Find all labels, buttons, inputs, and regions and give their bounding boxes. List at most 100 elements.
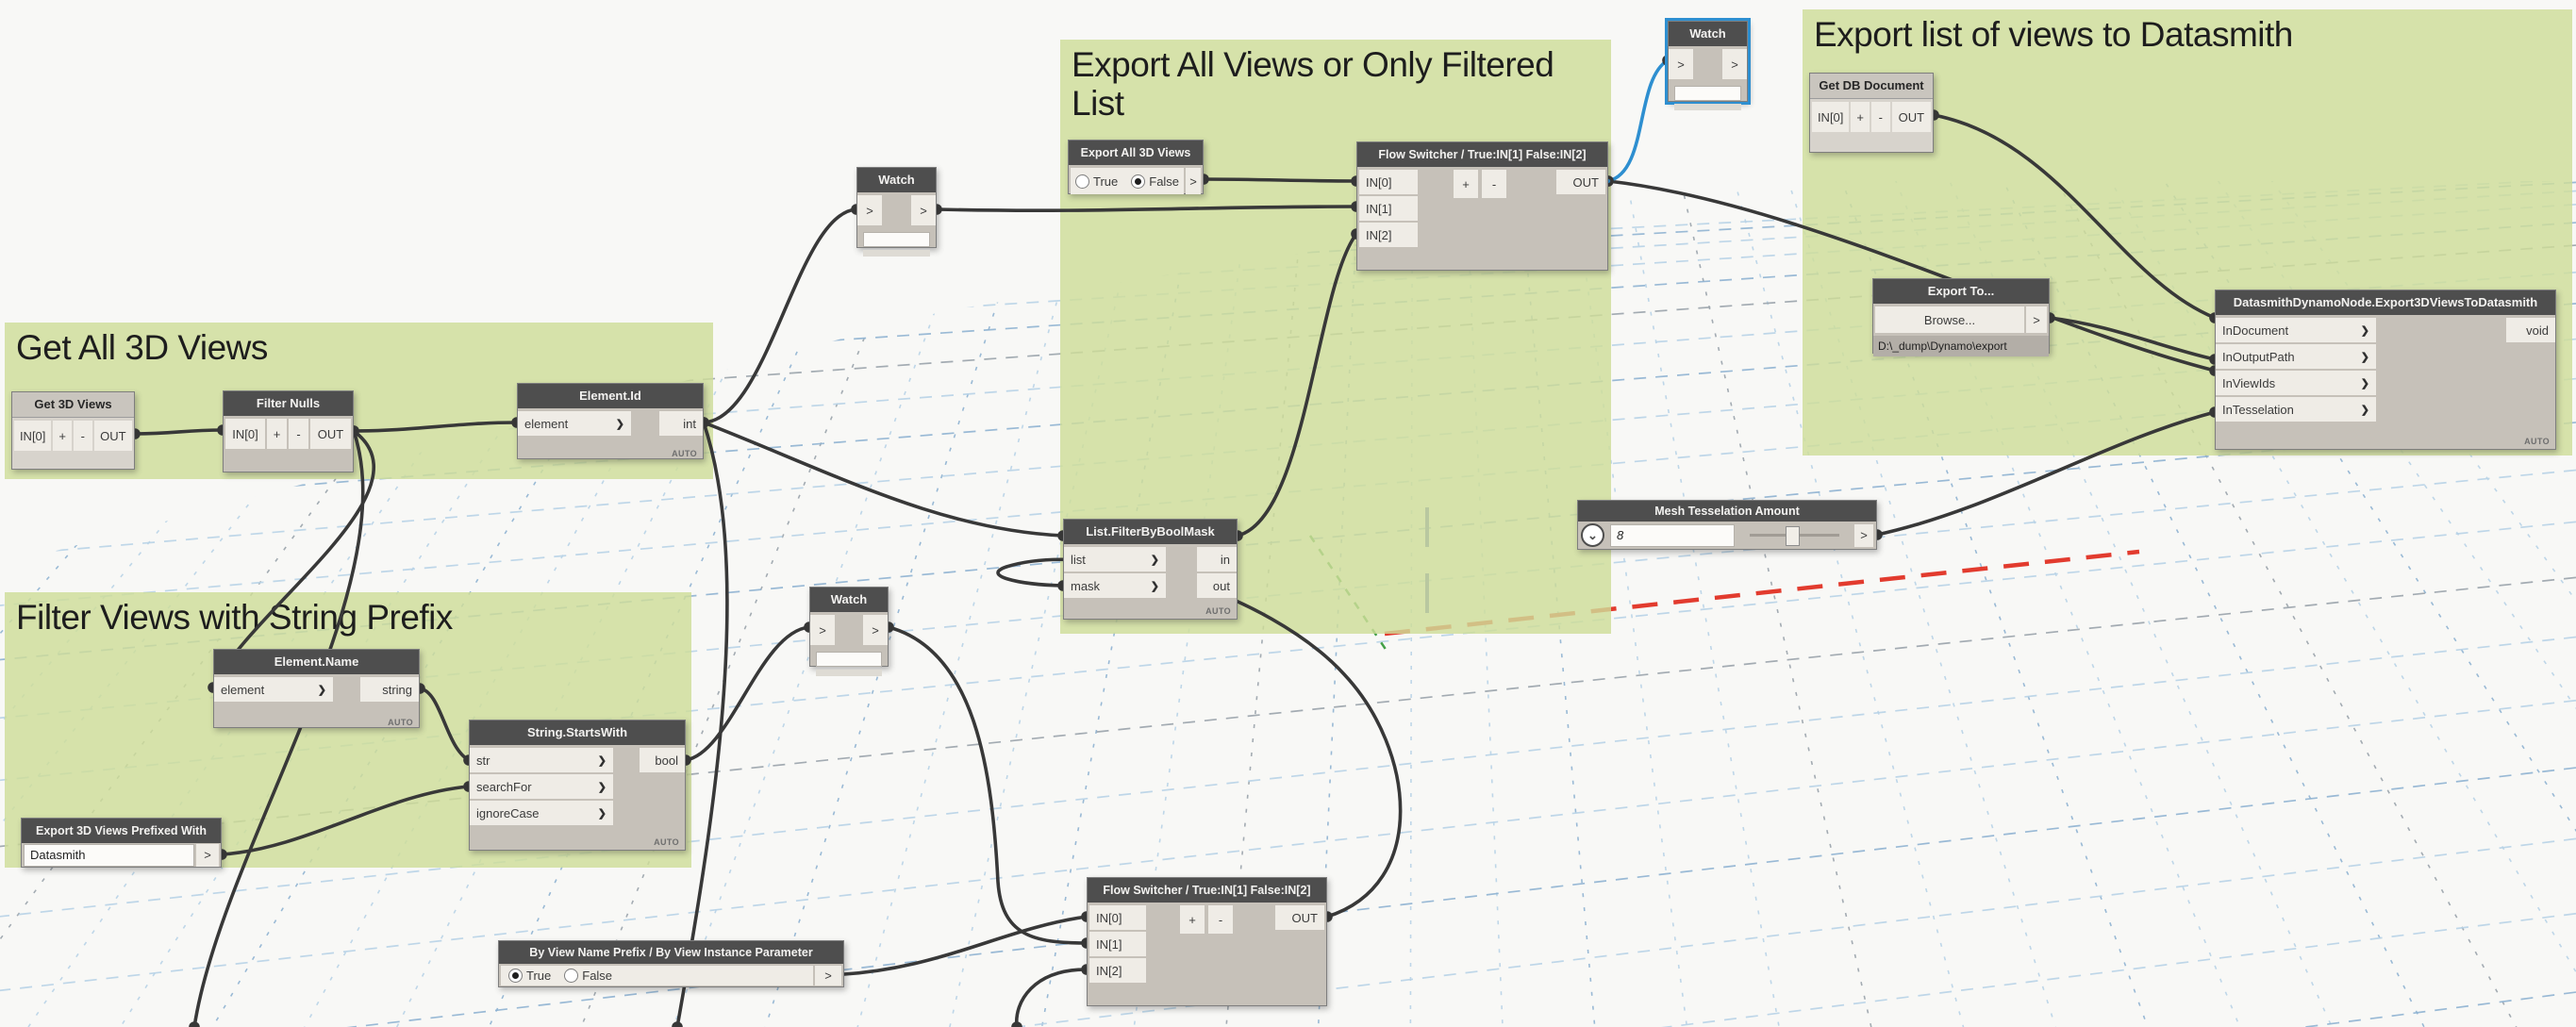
node-header[interactable]: Export 3D Views Prefixed With (22, 819, 221, 843)
node-header[interactable]: Element.Name (214, 650, 419, 674)
boolean-selector[interactable]: True False (501, 966, 813, 986)
output-port[interactable]: > (1854, 523, 1873, 547)
input-port-in0[interactable]: IN[0] (1359, 170, 1418, 194)
input-port-element[interactable]: element❯ (214, 677, 333, 702)
remove-input-button[interactable]: - (289, 419, 308, 449)
group-title[interactable]: Export All Views or Only Filtered List (1072, 45, 1554, 124)
input-port-in0[interactable]: IN[0] (225, 419, 265, 449)
node-by-view-prefix-toggle[interactable]: By View Name Prefix / By View Instance P… (498, 940, 844, 987)
input-port-ignorecase[interactable]: ignoreCase❯ (470, 801, 613, 825)
input-port-searchfor[interactable]: searchFor❯ (470, 774, 613, 799)
input-port-list[interactable]: list❯ (1064, 547, 1166, 571)
output-port-out[interactable]: OUT (310, 419, 351, 449)
watch-value-box[interactable] (816, 652, 882, 667)
node-string-startswith[interactable]: String.StartsWith str❯ searchFor❯ ignore… (469, 720, 686, 851)
input-port-in0[interactable]: IN[0] (14, 421, 52, 451)
node-get-3d-views[interactable]: Get 3D Views IN[0] + - OUT (11, 391, 135, 470)
node-watch-mid[interactable]: Watch > > (809, 587, 889, 676)
node-flow-switcher-bottom[interactable]: Flow Switcher / True:IN[1] False:IN[2] I… (1087, 877, 1327, 1006)
output-port[interactable]: > (1722, 49, 1747, 79)
node-prefix-string-input[interactable]: Export 3D Views Prefixed With Datasmith … (21, 818, 222, 868)
slider-value-input[interactable]: 8 (1610, 523, 1735, 547)
output-port-out[interactable]: OUT (1891, 102, 1931, 132)
node-header[interactable]: By View Name Prefix / By View Instance P… (499, 941, 843, 964)
group-title[interactable]: Export list of views to Datasmith (1814, 15, 2293, 54)
node-filter-nulls[interactable]: Filter Nulls IN[0] + - OUT (223, 390, 354, 472)
group-title[interactable]: Get All 3D Views (16, 328, 268, 367)
add-input-button[interactable]: + (1851, 102, 1870, 132)
input-port-element[interactable]: element ❯ (518, 411, 631, 436)
input-port-in0[interactable]: IN[0] (1089, 905, 1146, 930)
input-port-in1[interactable]: IN[1] (1359, 196, 1418, 221)
node-header[interactable]: Get DB Document (1810, 74, 1933, 99)
node-header[interactable]: Export All 3D Views (1069, 141, 1203, 165)
output-port[interactable]: > (1186, 168, 1201, 194)
node-header[interactable]: List.FilterByBoolMask (1064, 520, 1237, 544)
output-port[interactable]: > (863, 615, 888, 645)
output-port-in[interactable]: in (1197, 547, 1237, 571)
input-port-in0[interactable]: IN[0] (1812, 102, 1850, 132)
output-port-void[interactable]: void (2506, 318, 2555, 342)
node-header[interactable]: Get 3D Views (12, 392, 134, 418)
node-export-to-path[interactable]: Export To... Browse... > D:\_dump\Dynamo… (1872, 278, 2050, 356)
output-port[interactable]: > (815, 966, 841, 986)
node-watch-selected[interactable]: Watch > > (1668, 21, 1748, 110)
input-port-inoutputpath[interactable]: InOutputPath❯ (2216, 344, 2376, 369)
node-header[interactable]: Watch (857, 168, 936, 192)
output-port[interactable]: > (2026, 306, 2047, 333)
remove-input-button[interactable]: - (1208, 905, 1233, 934)
node-list-filterbyboolmask[interactable]: List.FilterByBoolMask list❯ mask❯ in out… (1063, 519, 1238, 620)
node-watch-top[interactable]: Watch > > (856, 167, 937, 257)
output-port-out[interactable]: out (1197, 573, 1237, 598)
output-port-string[interactable]: string (360, 677, 419, 702)
output-port-out[interactable]: OUT (93, 421, 133, 451)
remove-input-button[interactable]: - (74, 421, 92, 451)
output-port-out[interactable]: OUT (1275, 905, 1324, 930)
node-header[interactable]: Mesh Tesselation Amount (1578, 501, 1876, 522)
chevron-down-icon[interactable]: ⌄ (1581, 523, 1604, 547)
node-export-all-3d-views-toggle[interactable]: Export All 3D Views True False > (1068, 140, 1204, 194)
watch-resize-strip[interactable] (863, 250, 930, 257)
node-get-db-document[interactable]: Get DB Document IN[0] + - OUT (1809, 73, 1934, 153)
watch-resize-strip[interactable] (1674, 104, 1741, 110)
input-port-indocument[interactable]: InDocument❯ (2216, 318, 2376, 342)
output-port-out[interactable]: OUT (1556, 170, 1605, 194)
input-port-mask[interactable]: mask❯ (1064, 573, 1166, 598)
node-element-name[interactable]: Element.Name element❯ string AUTO (213, 649, 420, 728)
input-port-inviewids[interactable]: InViewIds❯ (2216, 371, 2376, 395)
slider-track[interactable] (1750, 526, 1839, 546)
input-port[interactable]: > (857, 195, 882, 225)
input-port-str[interactable]: str❯ (470, 748, 613, 772)
output-port[interactable]: > (911, 195, 936, 225)
add-input-button[interactable]: + (1180, 905, 1205, 934)
radio-true[interactable] (508, 969, 523, 983)
radio-false[interactable] (564, 969, 579, 983)
input-port-in2[interactable]: IN[2] (1089, 958, 1146, 983)
radio-true[interactable] (1075, 174, 1089, 189)
output-port-int[interactable]: int (659, 411, 703, 436)
browse-button[interactable]: Browse... (1875, 306, 2024, 333)
watch-resize-strip[interactable] (816, 670, 882, 676)
node-header[interactable]: Filter Nulls (224, 391, 353, 416)
output-port-bool[interactable]: bool (640, 748, 685, 772)
node-flow-switcher-top[interactable]: Flow Switcher / True:IN[1] False:IN[2] I… (1356, 141, 1608, 271)
node-header[interactable]: Element.Id (518, 384, 703, 408)
node-datasmith-export[interactable]: DatasmithDynamoNode.Export3DViewsToDatas… (2215, 290, 2556, 450)
watch-value-box[interactable] (1674, 86, 1741, 101)
remove-input-button[interactable]: - (1482, 170, 1506, 198)
boolean-selector[interactable]: True False (1071, 168, 1185, 194)
add-input-button[interactable]: + (53, 421, 73, 451)
add-input-button[interactable]: + (267, 419, 287, 449)
output-port[interactable]: > (196, 843, 219, 867)
group-title[interactable]: Filter Views with String Prefix (16, 598, 453, 637)
node-header[interactable]: Flow Switcher / True:IN[1] False:IN[2] (1357, 142, 1607, 167)
input-port[interactable]: > (810, 615, 835, 645)
input-port-intesselation[interactable]: InTesselation❯ (2216, 397, 2376, 422)
add-input-button[interactable]: + (1454, 170, 1478, 198)
input-port-in1[interactable]: IN[1] (1089, 932, 1146, 956)
node-header[interactable]: Watch (810, 588, 888, 612)
node-element-id[interactable]: Element.Id element ❯ int AUTO (517, 383, 704, 459)
input-port-in2[interactable]: IN[2] (1359, 223, 1418, 247)
node-mesh-tesselation-slider[interactable]: Mesh Tesselation Amount ⌄ 8 > (1577, 500, 1877, 550)
